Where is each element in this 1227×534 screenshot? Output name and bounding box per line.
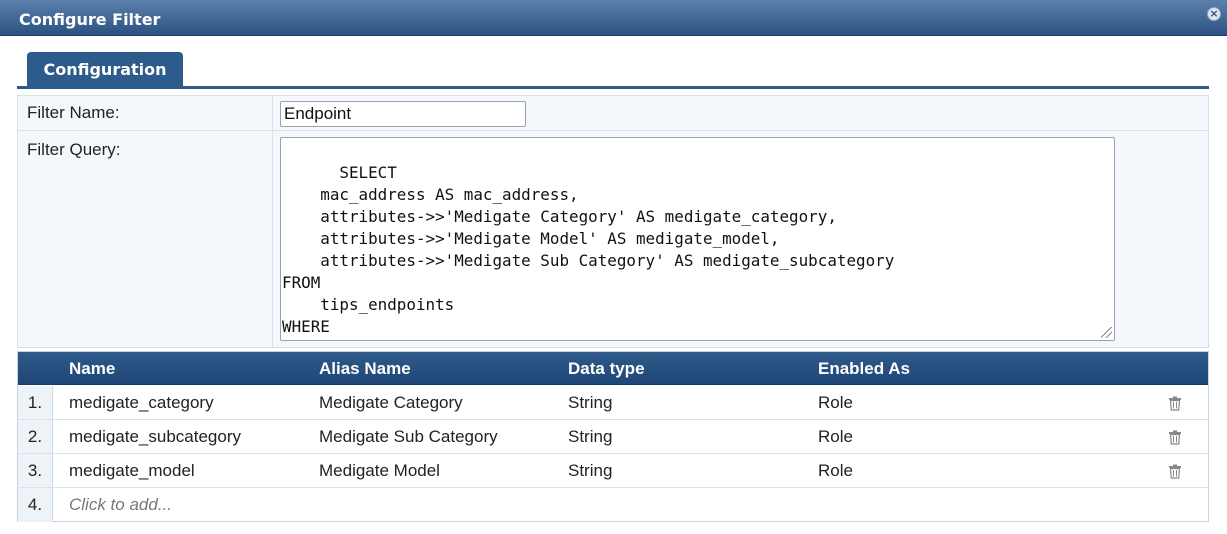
- add-row[interactable]: 4. Click to add...: [18, 488, 1208, 522]
- cell-alias: Medigate Model: [319, 461, 440, 480]
- filter-query-textarea[interactable]: SELECT mac_address AS mac_address, attri…: [280, 137, 1115, 341]
- row-number: 1.: [18, 386, 53, 419]
- column-header-enabled-as[interactable]: Enabled As: [818, 359, 910, 378]
- table-row[interactable]: 2. medigate_subcategory Medigate Sub Cat…: [18, 420, 1208, 454]
- click-to-add-link[interactable]: Click to add...: [69, 495, 172, 514]
- cell-alias: Medigate Category: [319, 393, 463, 412]
- table-row[interactable]: 3. medigate_model Medigate Model String …: [18, 454, 1208, 488]
- trash-icon[interactable]: [1168, 464, 1182, 479]
- form-divider: [272, 96, 273, 130]
- cell-type: String: [568, 427, 613, 446]
- filter-query-row: Filter Query: SELECT mac_address AS mac_…: [18, 131, 1208, 347]
- cell-type: String: [568, 393, 613, 412]
- cell-enabled-as: Role: [818, 427, 853, 446]
- filter-query-text: SELECT mac_address AS mac_address, attri…: [282, 163, 923, 340]
- cell-name: medigate_category: [69, 393, 214, 412]
- form-divider: [272, 131, 273, 347]
- dialog-title: Configure Filter: [19, 10, 161, 29]
- row-number: 2.: [18, 420, 53, 453]
- attributes-table: Name Alias Name Data type Enabled As 1. …: [17, 351, 1209, 522]
- filter-name-input[interactable]: [280, 101, 526, 127]
- column-header-alias-name[interactable]: Alias Name: [319, 359, 411, 378]
- row-number: 3.: [18, 454, 53, 487]
- tab-configuration[interactable]: Configuration: [27, 52, 183, 86]
- column-header-data-type[interactable]: Data type: [568, 359, 645, 378]
- cell-type: String: [568, 461, 613, 480]
- table-row[interactable]: 1. medigate_category Medigate Category S…: [18, 386, 1208, 420]
- close-icon[interactable]: ×: [1207, 7, 1221, 21]
- column-header-name[interactable]: Name: [69, 359, 116, 378]
- table-header: Name Alias Name Data type Enabled As: [18, 352, 1208, 385]
- dialog-titlebar: Configure Filter ×: [0, 0, 1227, 36]
- resize-handle-icon[interactable]: [1101, 327, 1112, 338]
- tab-underline: [17, 86, 1209, 89]
- trash-icon[interactable]: [1168, 430, 1182, 445]
- filter-name-row: Filter Name:: [18, 96, 1208, 131]
- cell-enabled-as: Role: [818, 461, 853, 480]
- filter-query-label: Filter Query:: [27, 140, 121, 159]
- row-number: 4.: [18, 488, 53, 522]
- cell-name: medigate_model: [69, 461, 195, 480]
- cell-alias: Medigate Sub Category: [319, 427, 498, 446]
- filter-name-label: Filter Name:: [27, 103, 120, 122]
- filter-form: Filter Name: Filter Query: SELECT mac_ad…: [17, 95, 1209, 348]
- cell-enabled-as: Role: [818, 393, 853, 412]
- trash-icon[interactable]: [1168, 396, 1182, 411]
- cell-name: medigate_subcategory: [69, 427, 242, 446]
